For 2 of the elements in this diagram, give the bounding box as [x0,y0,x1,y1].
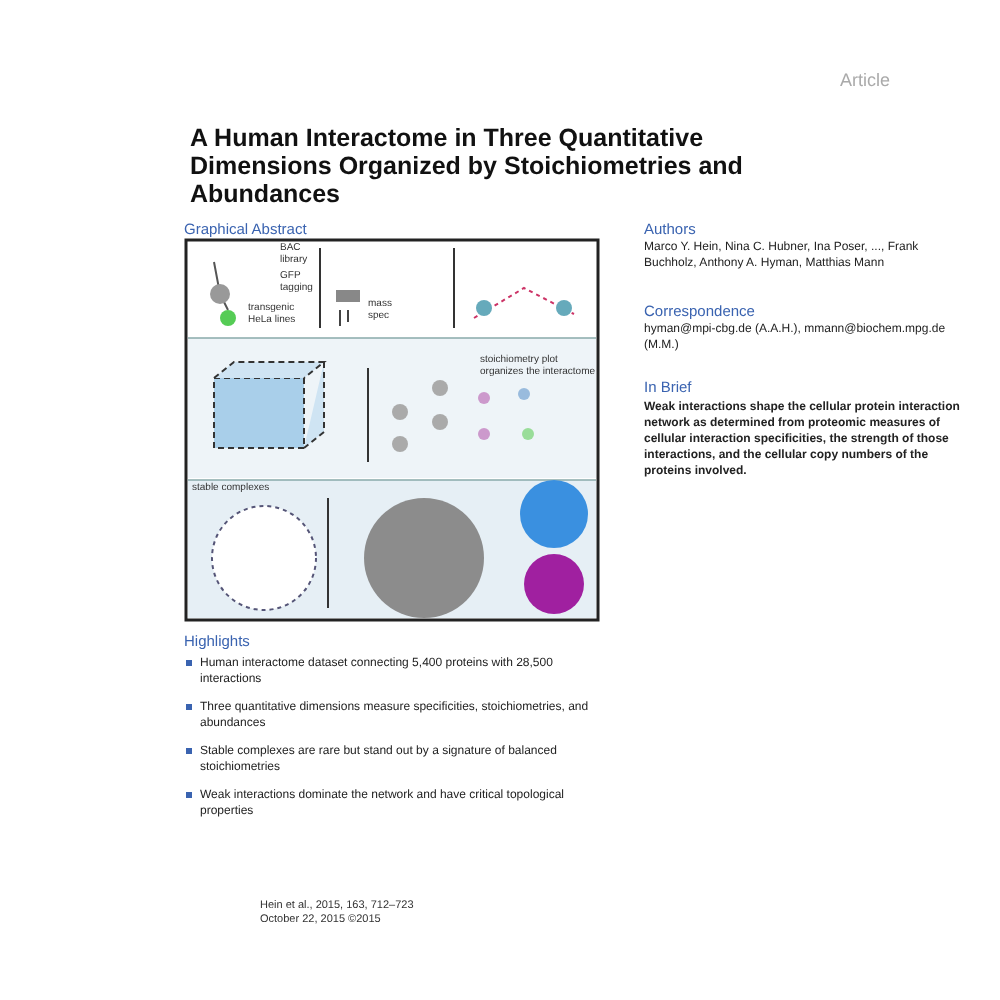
article-type: Article [840,70,891,90]
article-title: A Human Interactome in Three Quantitative Dimensions Organized by Stoichiometries and Abundances [190,124,745,208]
